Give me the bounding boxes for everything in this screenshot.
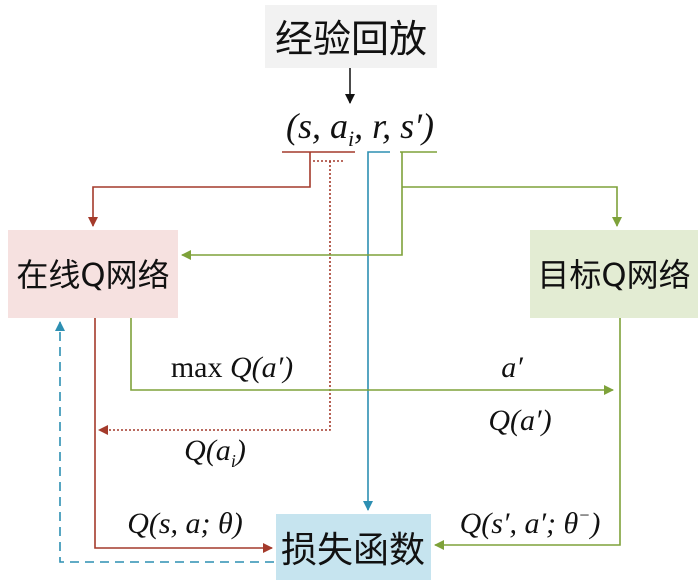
red-dotted-arrow-q-ai bbox=[98, 161, 331, 435]
green-arrow-to-target bbox=[402, 186, 622, 227]
max-q-label: max Q(a′) bbox=[171, 351, 293, 384]
q-a-prime-label: Q(a′) bbox=[488, 404, 551, 437]
q-target-label: Q(s′, a′; θ−) bbox=[460, 505, 601, 540]
online-label: 在线Q网络 bbox=[16, 256, 169, 294]
online-network-node: 在线Q网络 bbox=[8, 230, 178, 318]
transition-tuple: (s, ai, r, s′) bbox=[286, 106, 434, 151]
q-online-label: Q(s, a; θ) bbox=[127, 507, 243, 540]
green-arrow-target-to-loss bbox=[434, 318, 621, 550]
replay-label: 经验回放 bbox=[275, 17, 427, 61]
blue-reward-arrow bbox=[363, 151, 390, 511]
green-arrow-max-q bbox=[130, 318, 614, 395]
replay-node: 经验回放 bbox=[265, 5, 437, 68]
a-prime-label: a′ bbox=[501, 351, 523, 384]
q-ai-label: Q(ai) bbox=[184, 434, 246, 471]
loss-label: 损失函数 bbox=[281, 530, 425, 571]
blue-dashed-update-arrow bbox=[55, 321, 274, 563]
target-label: 目标Q网络 bbox=[537, 256, 690, 294]
green-arrow-to-online bbox=[181, 152, 403, 260]
red-arrow-to-online bbox=[88, 152, 311, 227]
red-arrow-to-loss bbox=[94, 318, 273, 553]
loss-node: 损失函数 bbox=[276, 514, 431, 580]
target-network-node: 目标Q网络 bbox=[530, 230, 698, 318]
